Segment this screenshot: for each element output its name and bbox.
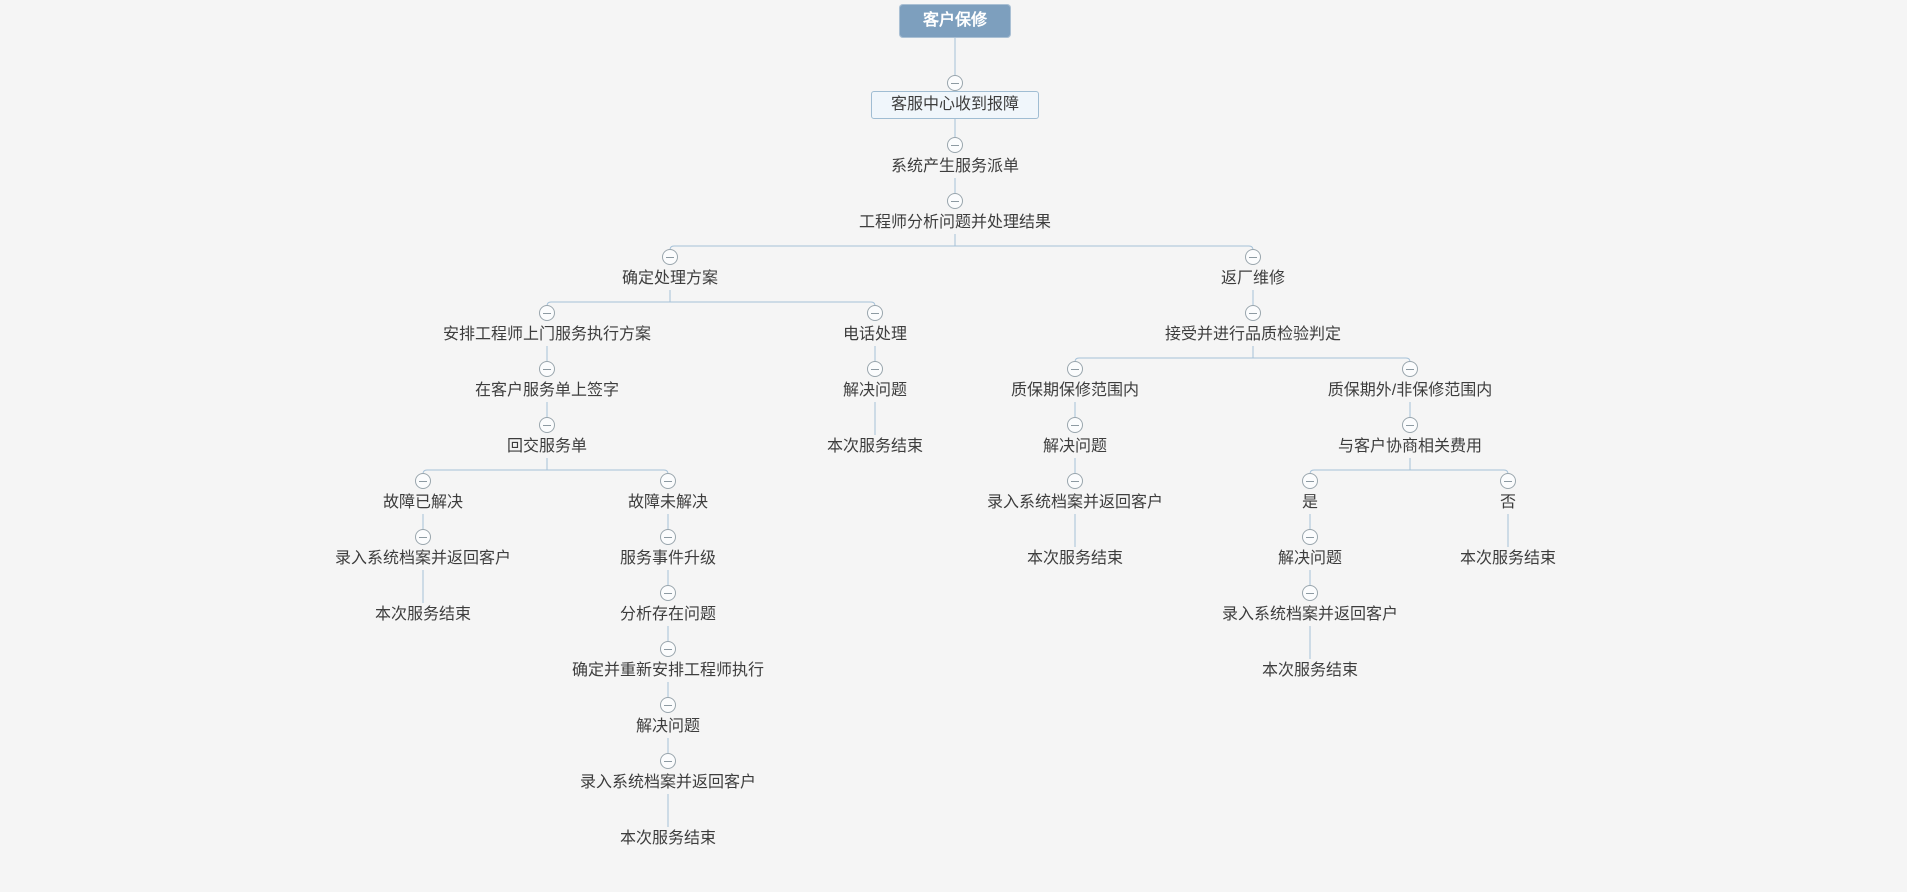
collapse-toggle-n15[interactable]	[1067, 417, 1083, 433]
mindmap-node-n22[interactable]: 录入系统档案并返回客户	[334, 550, 512, 567]
mindmap-node-n34[interactable]: 本次服务结束	[619, 830, 717, 847]
mindmap-node-n21[interactable]: 否	[1499, 494, 1517, 511]
minus-circle-icon	[1071, 424, 1079, 426]
mindmap-node-n9[interactable]: 在客户服务单上签字	[474, 382, 620, 399]
mindmap-node-n14[interactable]: 本次服务结束	[826, 438, 924, 455]
collapse-toggle-n7[interactable]	[867, 305, 883, 321]
minus-circle-icon	[543, 424, 551, 426]
collapse-toggle-n11[interactable]	[1067, 361, 1083, 377]
minus-circle-icon	[419, 480, 427, 482]
mindmap-node-n27[interactable]: 本次服务结束	[374, 606, 472, 623]
mindmap-node-n12[interactable]: 质保期外/非保修范围内	[1327, 382, 1493, 399]
minus-circle-icon	[543, 368, 551, 370]
collapse-toggle-n10[interactable]	[867, 361, 883, 377]
mindmap-node-n10[interactable]: 解决问题	[842, 382, 908, 399]
mindmap-node-n26[interactable]: 本次服务结束	[1459, 550, 1557, 567]
mindmap-node-n2[interactable]: 系统产生服务派单	[890, 158, 1020, 175]
mindmap-node-n8[interactable]: 接受并进行品质检验判定	[1164, 326, 1342, 343]
collapse-toggle-n6[interactable]	[539, 305, 555, 321]
mindmap-node-n28[interactable]: 分析存在问题	[619, 606, 717, 623]
collapse-toggle-n9[interactable]	[539, 361, 555, 377]
mindmap-node-n4[interactable]: 确定处理方案	[621, 270, 719, 287]
minus-circle-icon	[664, 592, 672, 594]
minus-circle-icon	[664, 648, 672, 650]
minus-circle-icon	[419, 536, 427, 538]
mindmap-node-n30[interactable]: 确定并重新安排工程师执行	[571, 662, 765, 679]
collapse-toggle-n18[interactable]	[660, 473, 676, 489]
minus-circle-icon	[664, 704, 672, 706]
mindmap-node-n17[interactable]: 故障已解决	[382, 494, 464, 511]
collapse-toggle-n33[interactable]	[660, 753, 676, 769]
collapse-toggle-n2[interactable]	[947, 137, 963, 153]
collapse-toggle-n12[interactable]	[1402, 361, 1418, 377]
mindmap-node-n15[interactable]: 解决问题	[1042, 438, 1108, 455]
mindmap-node-n29[interactable]: 录入系统档案并返回客户	[1221, 606, 1399, 623]
mindmap-node-n24[interactable]: 本次服务结束	[1026, 550, 1124, 567]
minus-circle-icon	[1504, 480, 1512, 482]
minus-circle-icon	[664, 536, 672, 538]
collapse-toggle-n22[interactable]	[415, 529, 431, 545]
collapse-toggle-n5[interactable]	[1245, 249, 1261, 265]
mindmap-node-n31[interactable]: 本次服务结束	[1261, 662, 1359, 679]
minus-circle-icon	[543, 312, 551, 314]
mindmap-node-n16[interactable]: 与客户协商相关费用	[1337, 438, 1483, 455]
minus-circle-icon	[951, 144, 959, 146]
minus-circle-icon	[1249, 256, 1257, 258]
collapse-toggle-n28[interactable]	[660, 585, 676, 601]
minus-circle-icon	[871, 368, 879, 370]
minus-circle-icon	[664, 760, 672, 762]
collapse-toggle-n32[interactable]	[660, 697, 676, 713]
mindmap-node-n32[interactable]: 解决问题	[635, 718, 701, 735]
collapse-toggle-n23[interactable]	[660, 529, 676, 545]
mindmap-node-n23[interactable]: 服务事件升级	[619, 550, 717, 567]
mindmap-node-n7[interactable]: 电话处理	[842, 326, 908, 343]
mindmap-node-n19[interactable]: 录入系统档案并返回客户	[986, 494, 1164, 511]
collapse-toggle-n4[interactable]	[662, 249, 678, 265]
mindmap-node-n11[interactable]: 质保期保修范围内	[1010, 382, 1140, 399]
minus-circle-icon	[1406, 368, 1414, 370]
collapse-toggle-n29[interactable]	[1302, 585, 1318, 601]
collapse-toggle-n30[interactable]	[660, 641, 676, 657]
minus-circle-icon	[1071, 368, 1079, 370]
minus-circle-icon	[951, 82, 959, 84]
minus-circle-icon	[1306, 592, 1314, 594]
branch-connector	[422, 38, 1509, 827]
minus-circle-icon	[871, 312, 879, 314]
minus-circle-icon	[1406, 424, 1414, 426]
mindmap-node-n0[interactable]: 客户保修	[898, 4, 1012, 38]
mindmap-node-n3[interactable]: 工程师分析问题并处理结果	[858, 214, 1052, 231]
minus-circle-icon	[666, 256, 674, 258]
minus-circle-icon	[1071, 480, 1079, 482]
collapse-toggle-n16[interactable]	[1402, 417, 1418, 433]
minus-circle-icon	[1306, 536, 1314, 538]
minus-circle-icon	[1306, 480, 1314, 482]
collapse-toggle-n19[interactable]	[1067, 473, 1083, 489]
mindmap-node-n20[interactable]: 是	[1301, 494, 1319, 511]
collapse-toggle-n3[interactable]	[947, 193, 963, 209]
minus-circle-icon	[951, 200, 959, 202]
minus-circle-icon	[664, 480, 672, 482]
mindmap-node-n1[interactable]: 客服中心收到报障	[870, 91, 1040, 119]
collapse-toggle-n8[interactable]	[1245, 305, 1261, 321]
minus-circle-icon	[1249, 312, 1257, 314]
mindmap-node-n25[interactable]: 解决问题	[1277, 550, 1343, 567]
collapse-toggle-n20[interactable]	[1302, 473, 1318, 489]
mindmap-node-n13[interactable]: 回交服务单	[506, 438, 588, 455]
mindmap-node-n33[interactable]: 录入系统档案并返回客户	[579, 774, 757, 791]
collapse-toggle-n13[interactable]	[539, 417, 555, 433]
collapse-toggle-n17[interactable]	[415, 473, 431, 489]
collapse-toggle-n1[interactable]	[947, 75, 963, 91]
mindmap-node-n5[interactable]: 返厂维修	[1220, 270, 1286, 287]
collapse-toggle-n21[interactable]	[1500, 473, 1516, 489]
collapse-toggle-n25[interactable]	[1302, 529, 1318, 545]
mindmap-node-n6[interactable]: 安排工程师上门服务执行方案	[442, 326, 652, 343]
mindmap-node-n18[interactable]: 故障未解决	[627, 494, 709, 511]
